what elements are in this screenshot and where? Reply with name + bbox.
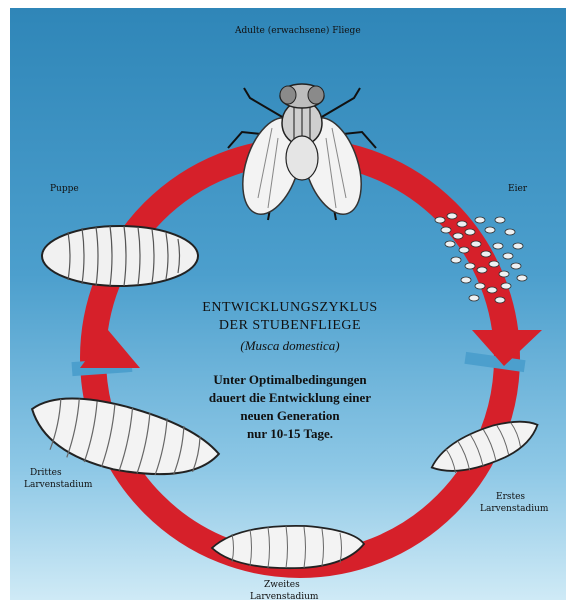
adult-fly-illustration [228,84,376,222]
diagram-title-line2: DER STUBENFLIEGE [160,318,420,334]
label-second-larva-line1: Zweites [264,580,300,591]
diagram-panel: Adulte (erwachsene) Fliege Eier Puppe Dr… [10,8,566,600]
label-third-larva-line2: Larvenstadium [24,480,92,491]
diagram-title-line1: ENTWICKLUNGSZYKLUS [160,300,420,316]
label-eggs: Eier [508,184,527,195]
description-line1: Unter Optimalbedingungen [160,372,420,388]
cycle-ring [72,151,526,565]
pupa-illustration [42,226,198,286]
label-third-larva-line1: Drittes [30,468,62,479]
species-name: (Musca domestica) [160,338,420,354]
description-line4: nur 10-15 Tage. [160,426,420,442]
label-adult-fly: Adulte (erwachsene) Fliege [235,26,361,37]
label-second-larva-line2: Larvenstadium [250,592,318,600]
label-pupa: Puppe [50,184,79,195]
label-first-larva-line1: Erstes [496,492,525,503]
description-line2: dauert die Entwicklung einer [160,390,420,406]
label-first-larva-line2: Larvenstadium [480,504,548,515]
description-line3: neuen Generation [160,408,420,424]
